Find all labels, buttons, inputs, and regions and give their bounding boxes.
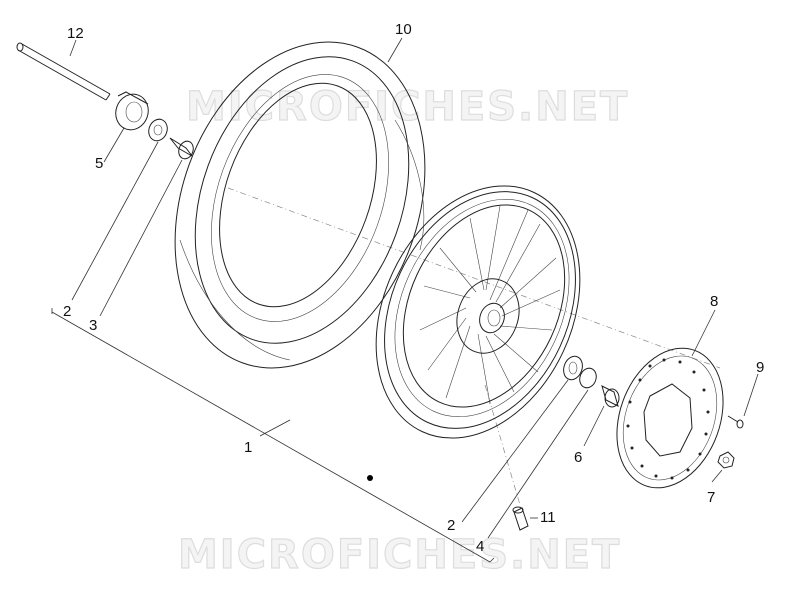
spacer-part-right xyxy=(601,385,620,408)
callout-2-right: 2 xyxy=(447,517,455,534)
callout-7: 7 xyxy=(707,489,715,506)
tyre-part xyxy=(174,41,426,369)
leader-lines xyxy=(69,37,759,539)
bearing-part-right xyxy=(563,355,583,381)
callout-5: 5 xyxy=(95,155,103,172)
callouts: 12 10 5 2 3 1 8 9 6 7 2 11 4 xyxy=(63,21,764,555)
bolt-part xyxy=(727,415,744,429)
bearing-part-left xyxy=(148,118,168,142)
callout-3: 3 xyxy=(89,317,97,334)
callout-4: 4 xyxy=(476,538,484,555)
watermark-top: MICROFICHES.NET xyxy=(186,84,629,130)
callout-9: 9 xyxy=(756,359,764,376)
callout-8: 8 xyxy=(710,293,718,310)
nut-part xyxy=(717,451,735,469)
bracket-part-1 xyxy=(51,308,495,563)
spacer-part-left xyxy=(169,137,194,160)
watermark-bottom: MICROFICHES.NET xyxy=(178,532,621,578)
callout-6: 6 xyxy=(574,449,582,466)
assembly-axis xyxy=(227,187,721,506)
axle-part xyxy=(16,42,111,101)
wheel-rim-part xyxy=(367,185,581,481)
valve-part xyxy=(512,506,529,531)
callout-10: 10 xyxy=(395,21,412,38)
seal-part xyxy=(579,367,597,389)
callout-2-left: 2 xyxy=(63,303,71,320)
callout-11: 11 xyxy=(540,509,556,526)
callout-12: 12 xyxy=(67,25,84,42)
speedometer-drive-part xyxy=(115,91,149,131)
reference-dot xyxy=(367,475,373,481)
callout-1: 1 xyxy=(244,439,252,456)
brake-disc-part xyxy=(616,347,724,489)
